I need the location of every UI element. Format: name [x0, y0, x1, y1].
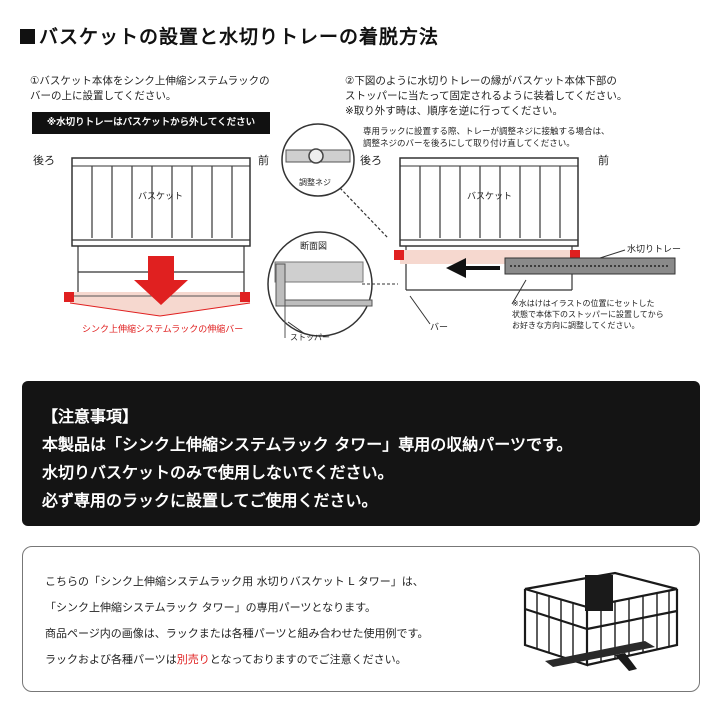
info-line3: 商品ページ内の画像は、ラックまたは各種パーツと組み合わせた使用例です。: [45, 627, 429, 640]
step2-note: 専用ラックに設置する際、トレーが調整ネジに接触する場合は、 調整ネジのバーを後ろ…: [363, 126, 610, 150]
screw-detail: [281, 123, 355, 197]
notice-line1: 本製品は「シンク上伸縮システムラック タワー」専用の収納パーツです。: [42, 435, 573, 454]
diagram1-basket: [71, 157, 251, 292]
screw-label: 調整ネジ: [299, 178, 331, 187]
diagram1-bar-label: シンク上伸縮システムラックの伸縮バー: [82, 325, 244, 335]
drain-tray: [504, 257, 676, 275]
sold-separately-text: 別売り: [176, 653, 210, 666]
notice-heading: 【注意事項】: [42, 407, 139, 426]
step2-note1: 専用ラックに設置する際、トレーが調整ネジに接触する場合は、: [363, 127, 610, 137]
bar-label: バー: [430, 323, 449, 333]
diagram1-bar-end-right: [240, 292, 250, 302]
diagram2-note: ※水はけはイラストの位置にセットした 状態で本体下のストッパーに設置してから お…: [512, 298, 664, 331]
title-square-icon: [20, 29, 35, 44]
info-line4-pre: ラックおよび各種パーツは: [45, 653, 177, 666]
info-line4: ラックおよび各種パーツは別売りとなっておりますのでご注意ください。: [45, 651, 407, 667]
step2-note2: 調整ネジのバーを後ろにして取り付け直してください。: [363, 139, 575, 149]
section-label: 断面図: [300, 242, 328, 252]
notice-box: 【注意事項】 本製品は「シンク上伸縮システムラック タワー」専用の収納パーツです…: [22, 381, 700, 526]
step1-line1: ①バスケット本体をシンク上伸縮システムラックの: [30, 75, 270, 87]
diagram1-front-label: 前: [258, 154, 269, 167]
info-line2: 「シンク上伸縮システムラック タワー」の専用パーツとなります。: [45, 601, 376, 614]
step2-line2: ストッパーに当たって固定されるように装着してください。: [345, 90, 628, 102]
diagram2-note2: 状態で本体下のストッパーに設置してから: [512, 310, 664, 319]
diagram2-note1: ※水はけはイラストの位置にセットした: [512, 299, 655, 308]
step1-line2: バーの上に設置してください。: [30, 90, 177, 102]
diagram2-basket: [399, 157, 579, 291]
left-arrow-icon: [446, 258, 500, 278]
diagram1-bar-end-left: [64, 292, 74, 302]
basket-product-image: [523, 571, 679, 671]
diagram2-bar-end-left: [394, 250, 404, 260]
diagram2-front-label: 前: [598, 154, 609, 167]
diagram2-note3: お好きな方向に調整してください。: [512, 321, 640, 330]
page-title-text: バスケットの設置と水切りトレーの着脱方法: [39, 26, 440, 48]
notice-line3: 必ず専用のラックに設置してご使用ください。: [42, 491, 378, 510]
info-box: こちらの「シンク上伸縮システムラック用 水切りバスケット L タワー」は、 「シ…: [22, 546, 700, 692]
step2-text: ②下図のように水切りトレーの縁がバスケット本体下部の ストッパーに当たって固定さ…: [345, 74, 627, 119]
step1-warning: ※水切りトレーはバスケットから外してください: [32, 112, 270, 134]
diagram2-back-label: 後ろ: [360, 154, 382, 167]
stopper-label: ストッパー: [290, 333, 330, 342]
diagram1-back-label: 後ろ: [33, 154, 55, 167]
section-detail: [267, 231, 373, 338]
diagram2-bar-end-right: [570, 250, 580, 260]
diagram2-basket-label: バスケット: [467, 192, 513, 202]
info-line1: こちらの「シンク上伸縮システムラック用 水切りバスケット L タワー」は、: [45, 575, 424, 588]
notice-line2: 水切りバスケットのみで使用しないでください。: [42, 463, 394, 482]
installation-diagram: [64, 123, 676, 338]
step2-line1: ②下図のように水切りトレーの縁がバスケット本体下部の: [345, 75, 617, 87]
diagram1-basket-label: バスケット: [138, 192, 184, 202]
page-title: バスケットの設置と水切りトレーの着脱方法: [20, 22, 439, 49]
step2-line3: ※取り外す時は、順序を逆に行ってください。: [345, 105, 563, 117]
step1-text: ①バスケット本体をシンク上伸縮システムラックの バーの上に設置してください。: [30, 74, 270, 104]
info-line4-post: となっておりますのでご注意ください。: [209, 653, 407, 666]
tray-label: 水切りトレー: [627, 245, 682, 255]
down-arrow-icon: [134, 256, 188, 305]
